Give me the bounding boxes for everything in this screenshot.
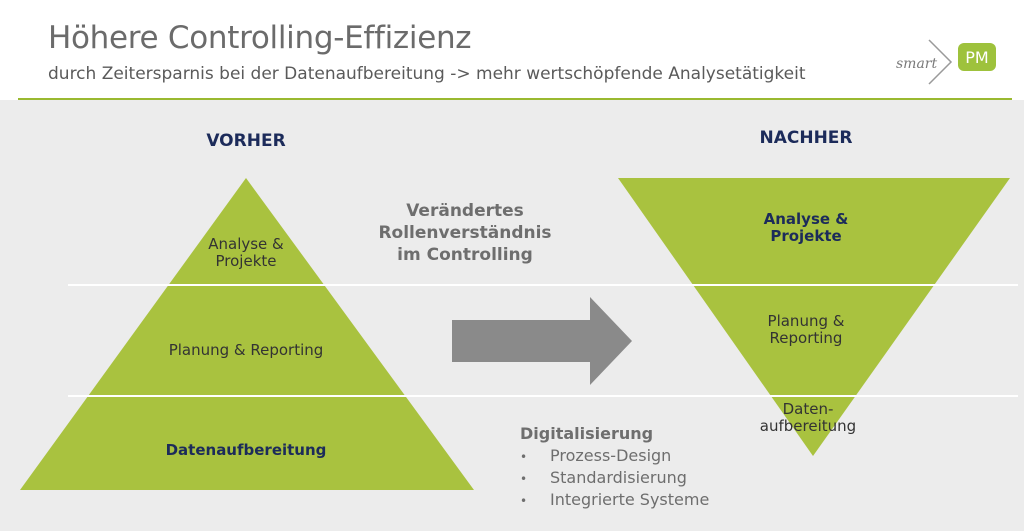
slide-subtitle: durch Zeitersparnis bei der Datenaufbere…: [48, 64, 806, 84]
bullet-icon: •: [520, 472, 528, 486]
digitalization-title: Digitalisierung: [520, 424, 654, 443]
list-item: •Prozess-Design: [520, 446, 672, 465]
list-item: •Standardisierung: [520, 468, 687, 487]
digitalization-list: Digitalisierung •Prozess-Design •Standar…: [520, 424, 709, 509]
after-level-planning: Planung & Reporting: [767, 312, 845, 348]
level-divider-bottom: [68, 395, 1018, 397]
after-level-analysis: Analyse & Projekte: [763, 210, 849, 246]
transition-arrow: [452, 297, 632, 385]
pyramid-after: [618, 178, 1010, 456]
before-heading: VORHER: [206, 131, 286, 151]
before-level-planning: Planung & Reporting: [168, 341, 324, 359]
header-accent-line: [18, 98, 1012, 100]
level-divider-top: [68, 284, 1018, 286]
logo-chevron-icon: [928, 39, 953, 85]
role-change-text: Verändertes Rollenverständnis im Control…: [378, 201, 552, 266]
logo-smart-text: smart: [896, 56, 938, 72]
list-item: •Integrierte Systeme: [520, 490, 710, 509]
slide-title: Höhere Controlling-Effizienz: [48, 20, 472, 56]
header-bar: Höhere Controlling-Effizienz durch Zeite…: [0, 0, 1024, 100]
after-heading: NACHHER: [759, 128, 853, 148]
before-level-analysis: Analyse & Projekte: [208, 235, 284, 271]
after-level-data-prep: Daten- aufbereitung: [759, 400, 857, 436]
bullet-icon: •: [520, 494, 528, 508]
logo-pm-badge: PM: [958, 43, 996, 71]
pyramid-before: [20, 178, 474, 490]
before-level-data-prep: Datenaufbereitung: [165, 441, 327, 459]
bullet-icon: •: [520, 450, 528, 464]
